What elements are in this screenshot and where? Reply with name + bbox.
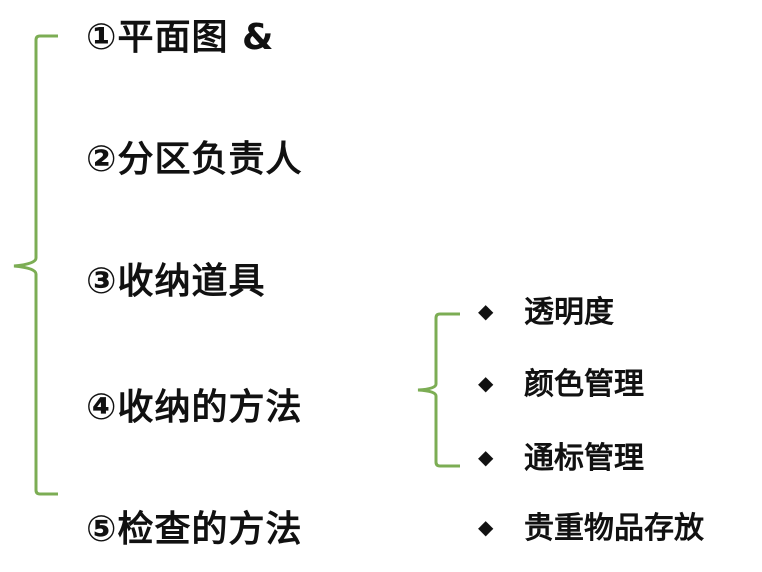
diamond-bullet-icon: ◆	[478, 299, 494, 323]
main-bracket	[13, 34, 58, 496]
main-item-3: ③收纳道具	[86, 261, 266, 302]
main-item-1: ①平面图 &	[86, 17, 275, 58]
diamond-bullet-icon: ◆	[478, 445, 494, 469]
sub-item-label: 颜色管理	[524, 367, 644, 402]
diamond-bullet-icon: ◆	[478, 371, 494, 395]
sub-bracket	[417, 312, 460, 468]
sub-item-label: 贵重物品存放	[524, 511, 704, 546]
diamond-bullet-icon: ◆	[478, 515, 494, 539]
sub-item-transparency: ◆ 透明度	[478, 298, 614, 328]
sub-item-label: 通标管理	[524, 441, 644, 476]
main-item-4: ④收纳的方法	[86, 387, 303, 428]
sub-item-label-management: ◆ 通标管理	[478, 444, 644, 474]
sub-item-valuables-storage: ◆ 贵重物品存放	[478, 514, 704, 544]
sub-item-label: 透明度	[524, 295, 614, 330]
main-item-2: ②分区负责人	[86, 139, 303, 180]
sub-item-color-management: ◆ 颜色管理	[478, 370, 644, 400]
main-item-5: ⑤检查的方法	[86, 509, 303, 550]
